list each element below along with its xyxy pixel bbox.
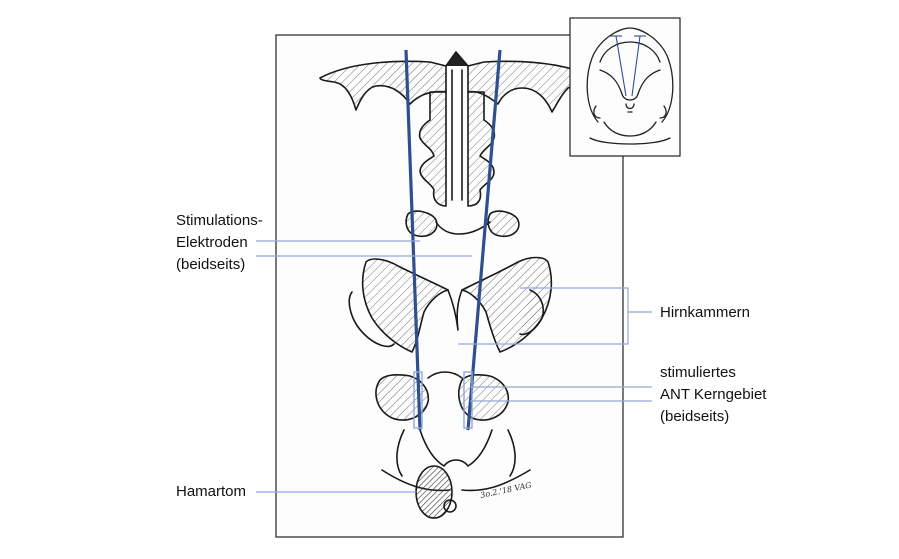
inset-skull <box>586 27 674 123</box>
drawing-frame <box>275 34 624 538</box>
ant-region-right <box>458 374 510 421</box>
label-ant-line3: (beidseits) <box>660 408 730 425</box>
electrode-right <box>466 49 502 431</box>
lower-structure <box>396 429 516 477</box>
lateral-ventricle-left <box>361 258 449 353</box>
ventricle-top-left <box>319 60 447 111</box>
ant-region-left <box>375 374 430 421</box>
electrode-right-contacts <box>463 371 473 429</box>
label-hamartoma: Hamartom <box>176 483 247 500</box>
horn-left <box>348 291 395 348</box>
electrodes <box>404 49 502 431</box>
electrode-left <box>404 49 422 431</box>
inset-electrode-right <box>631 35 641 97</box>
leader-ventricles <box>458 287 652 345</box>
label-ventricles: Hirnkammern <box>660 304 751 321</box>
horn-right <box>519 289 545 336</box>
label-ant-line2: ANT Kerngebiet <box>660 386 767 403</box>
label-electrodes-line2: Elektroden <box>176 234 248 251</box>
label-ant-line1: stimuliertes <box>660 364 736 381</box>
electrode-left-contacts <box>413 371 423 429</box>
label-ant-nucleus: stimuliertes ANT Kerngebiet (beidseits) <box>660 362 766 428</box>
hamartoma-node <box>443 499 457 513</box>
label-electrodes: Stimulations- Elektroden (beidseits) <box>176 210 263 276</box>
leader-lines <box>256 240 652 493</box>
lobe-right <box>487 210 520 238</box>
label-electrodes-line1: Stimulations- <box>176 212 263 229</box>
inset-head <box>569 17 681 157</box>
label-electrodes-line3: (beidseits) <box>176 256 246 273</box>
inset-electrode-left <box>615 35 627 97</box>
ventricle-column-left <box>418 91 447 207</box>
inset-jaw <box>603 121 657 137</box>
